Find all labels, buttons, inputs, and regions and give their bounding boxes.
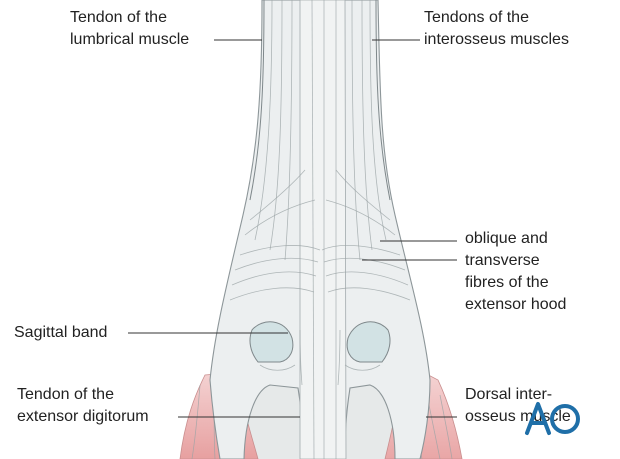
label-line: Sagittal band — [14, 324, 108, 341]
label-line: fibres of the — [465, 274, 549, 291]
label-lumbrical-tendon: Tendon of the lumbrical muscle — [70, 7, 189, 51]
label-line: interosseus muscles — [424, 31, 569, 48]
label-line: Tendons of the — [424, 9, 529, 26]
label-line: transverse — [465, 252, 540, 269]
label-line: Dorsal inter- — [465, 386, 553, 403]
label-line: Tendon of the — [17, 386, 114, 403]
sagittal-window-right — [346, 321, 391, 363]
ao-logo — [525, 402, 580, 435]
label-line: lumbrical muscle — [70, 31, 190, 48]
label-interosseus-tendons: Tendons of the interosseus muscles — [424, 7, 569, 51]
sagittal-window-left — [249, 321, 294, 363]
label-line: extensor hood — [465, 296, 567, 313]
label-line: extensor digitorum — [17, 408, 149, 425]
label-sagittal-band: Sagittal band — [14, 322, 107, 344]
label-extensor-digitorum-tendon: Tendon of the extensor digitorum — [17, 384, 149, 428]
label-line: oblique and — [465, 230, 548, 247]
label-hood-fibres: oblique and transverse fibres of the ext… — [465, 228, 566, 316]
label-line: Tendon of the — [70, 9, 167, 26]
